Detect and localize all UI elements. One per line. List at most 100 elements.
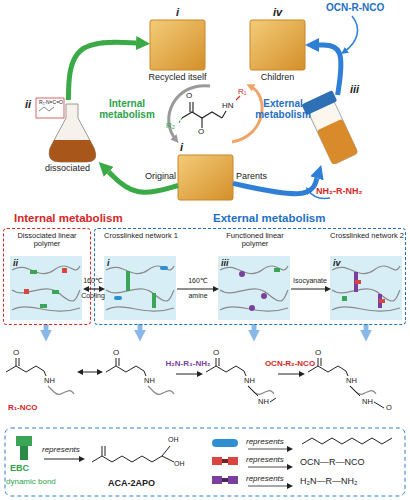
network-panel bbox=[160, 266, 168, 270]
metabolism-group: Internal metabolismiiDissociated linear … bbox=[3, 228, 91, 325]
connector-arrow bbox=[68, 42, 136, 100]
network-panel-node: iiDissociated linear polymer bbox=[11, 257, 83, 321]
sample-photo bbox=[178, 155, 233, 200]
network-panel bbox=[379, 299, 385, 303]
network-panel bbox=[330, 256, 402, 320]
atom-label: O bbox=[315, 349, 325, 358]
node-label: Children bbox=[230, 72, 325, 82]
legend-text: represents bbox=[246, 456, 296, 465]
down-arrow bbox=[138, 324, 143, 332]
vial-photo bbox=[317, 119, 358, 165]
network-panel bbox=[52, 290, 59, 294]
edge-label: 160℃ bbox=[78, 277, 108, 285]
reaction-arrow bbox=[176, 374, 200, 375]
network-panel bbox=[10, 256, 82, 320]
network-panel bbox=[249, 305, 255, 311]
cycle-label: External metabolism bbox=[252, 98, 314, 120]
edge-label: 160℃ bbox=[180, 277, 216, 285]
reaction-arrow bbox=[278, 374, 302, 375]
isocyanate-symbol bbox=[212, 457, 238, 465]
atom-label: R₁ bbox=[238, 88, 254, 97]
network-panel bbox=[152, 293, 156, 308]
urea-bond bbox=[350, 386, 384, 408]
atom-label: NH bbox=[258, 398, 272, 406]
atom-label: HN bbox=[222, 102, 240, 111]
node-label: Functioned linear polymer bbox=[214, 232, 296, 249]
network-panel-node: iiiFunctioned linear polymer bbox=[219, 257, 291, 321]
network-panel bbox=[330, 256, 402, 320]
network-panel bbox=[342, 296, 347, 301]
aca-2apo-structure bbox=[162, 456, 174, 462]
enaminone-structure bbox=[178, 118, 182, 124]
ebc-symbol bbox=[16, 436, 32, 446]
atom-label: O bbox=[13, 349, 23, 358]
diamine-symbol bbox=[222, 478, 228, 482]
node-label: dissociated bbox=[30, 163, 105, 173]
formula-label: H₂N-R₃-NH₂ bbox=[156, 360, 220, 369]
network-panel bbox=[104, 256, 176, 320]
network-panel bbox=[30, 270, 37, 274]
flask-photo bbox=[49, 140, 96, 162]
polyol-symbol bbox=[212, 439, 238, 447]
ebc-symbol bbox=[20, 446, 28, 460]
sample-photo bbox=[150, 20, 205, 70]
connector-arrow bbox=[319, 45, 341, 95]
sample-photo-node: ivChildren bbox=[250, 20, 305, 70]
network-panel bbox=[24, 289, 29, 294]
node-label: Dissociated linear polymer bbox=[6, 232, 88, 249]
reagent-arrow bbox=[344, 16, 358, 52]
connector-arrow bbox=[291, 288, 325, 289]
represents-arrow bbox=[248, 449, 290, 450]
down-arrow bbox=[44, 324, 49, 332]
illustration bbox=[206, 358, 274, 394]
node-label: i bbox=[107, 258, 127, 268]
node-label: iv bbox=[250, 6, 305, 18]
atom-label: O bbox=[186, 92, 196, 101]
legend-text: represents bbox=[246, 438, 296, 447]
sample-photo-node: iRecycled itself bbox=[150, 20, 205, 70]
represents-arrow bbox=[248, 486, 290, 487]
diamine-symbol bbox=[228, 476, 238, 484]
node-label: Internal metabolism bbox=[14, 212, 174, 225]
node-label: Crosslinked network 1 bbox=[100, 232, 182, 240]
network-panel bbox=[332, 266, 400, 311]
illustration bbox=[106, 358, 174, 394]
atom-label: O bbox=[386, 404, 396, 412]
flask-photo bbox=[36, 98, 96, 162]
network-panel bbox=[355, 280, 361, 284]
vial-photo-node: iii bbox=[300, 95, 365, 165]
network-panel bbox=[274, 268, 280, 272]
condition-label: amine bbox=[180, 292, 216, 300]
represents-arrow bbox=[248, 467, 290, 468]
isocyanate-symbol bbox=[222, 459, 228, 463]
reagent-label: NH₂-R-NH₂ bbox=[316, 186, 386, 196]
metabolism-group: External metabolismiCrosslinked network … bbox=[94, 228, 406, 325]
isocyanate-symbol bbox=[212, 457, 222, 465]
cycle-label: Internal metabolism bbox=[96, 98, 158, 120]
legend-label: OCN—R—NCO bbox=[300, 457, 400, 467]
atom-label: NH bbox=[44, 377, 58, 385]
legend-text: represents bbox=[246, 475, 296, 484]
enaminone-structure bbox=[182, 112, 222, 118]
sample-photo bbox=[250, 20, 305, 70]
network-panel bbox=[126, 271, 130, 291]
node-label: External metabolism bbox=[213, 212, 383, 225]
legend-label: dynamic bond bbox=[6, 478, 76, 487]
flask-photo bbox=[39, 107, 54, 111]
network-panel-node: iCrosslinked network 1 bbox=[105, 257, 177, 321]
atom-label: NH bbox=[362, 398, 376, 406]
diamine-symbol bbox=[212, 476, 238, 484]
node-label: i bbox=[180, 141, 200, 153]
connector-arrow bbox=[177, 288, 213, 289]
vial-photo bbox=[301, 90, 361, 166]
formula-label: R₁-NCO bbox=[8, 404, 58, 413]
network-panel bbox=[12, 266, 80, 311]
connector-arrow bbox=[109, 172, 178, 192]
condition-label: Cooling bbox=[78, 292, 108, 300]
node-label: iii bbox=[221, 258, 241, 268]
network-panel bbox=[239, 271, 245, 277]
node-label: Recycled itself bbox=[130, 72, 225, 82]
enaminone-structure bbox=[178, 96, 240, 128]
legend-text: represents bbox=[42, 446, 92, 455]
edge-label: Isocyanate bbox=[286, 277, 334, 285]
